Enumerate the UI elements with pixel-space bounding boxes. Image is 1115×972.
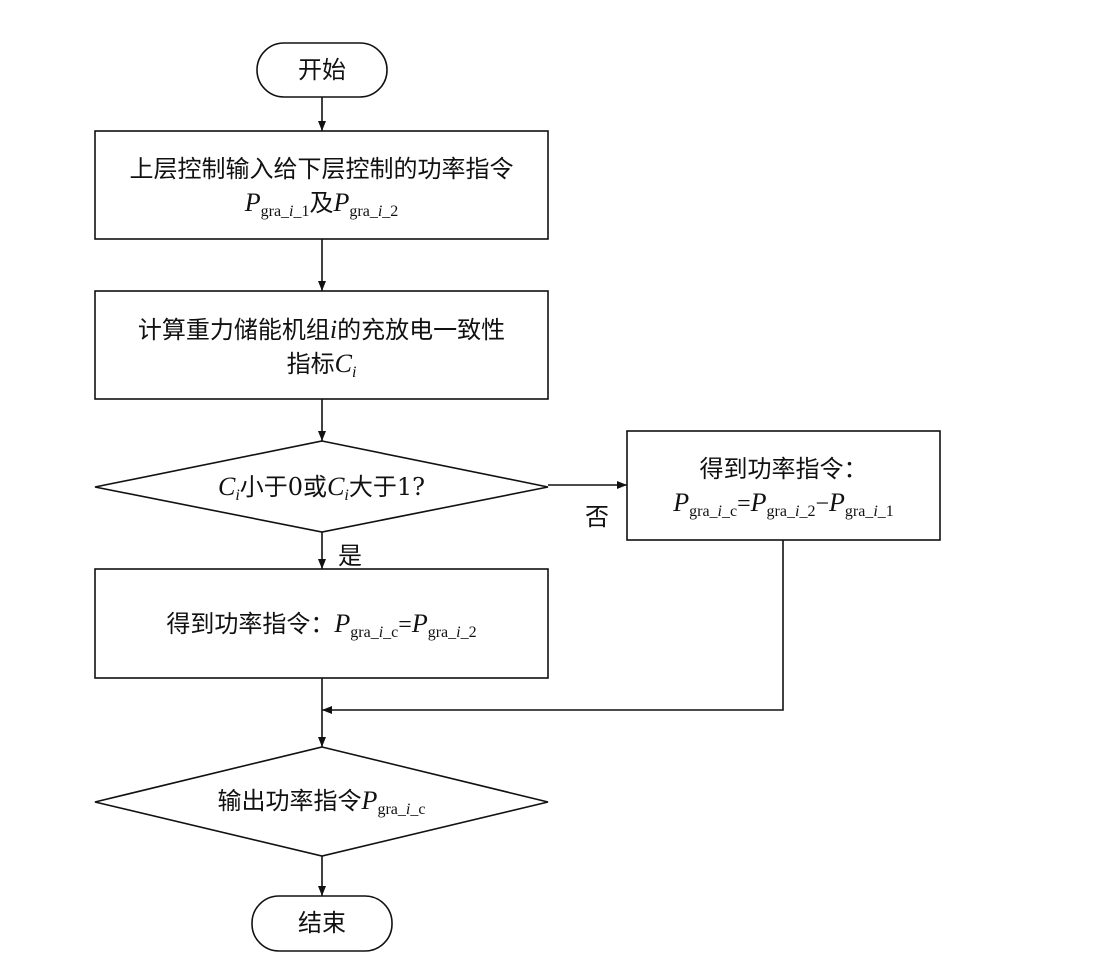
no-box-title: 得到功率指令： <box>699 455 868 483</box>
step-power-command-box <box>94 130 549 240</box>
edge-label-no: 否 <box>585 503 609 531</box>
edge-label-yes: 是 <box>338 542 362 570</box>
no-box-formula: Pgra_i_c=Pgra_i_2−Pgra_i_1 <box>673 488 894 520</box>
step1-label: 上层控制输入给下层控制的功率指令 Pgra_i_1及Pgra_i_2 <box>95 152 548 229</box>
no-branch-box <box>626 430 941 541</box>
step2-line1: 计算重力储能机组i的充放电一致性 <box>137 315 506 344</box>
p-symbol: P <box>244 188 261 217</box>
step2-label: 计算重力储能机组i的充放电一致性 指标Ci <box>95 313 548 390</box>
step1-line2: Pgra_i_1及Pgra_i_2 <box>95 186 548 229</box>
p-symbol: P <box>333 188 350 217</box>
step1-line1: 上层控制输入给下层控制的功率指令 <box>129 155 514 183</box>
start-label: 开始 <box>257 53 387 87</box>
subscript: gra_i_2 <box>349 203 399 220</box>
subscript: gra_i_1 <box>260 203 310 220</box>
start-text: 开始 <box>298 56 346 84</box>
no-box-label: 得到功率指令： Pgra_i_c=Pgra_i_2−Pgra_i_1 <box>627 452 940 529</box>
decision1-label: Ci小于0或Ci大于1? <box>217 472 425 504</box>
decision2-label: 输出功率指令Pgra_i_c <box>217 786 426 818</box>
step2-line2: 指标Ci <box>286 349 357 381</box>
end-text: 结束 <box>298 909 346 937</box>
and-text: 及 <box>309 189 334 217</box>
end-label: 结束 <box>252 906 392 940</box>
edge-no-return <box>322 540 784 714</box>
yes-box-label: 得到功率指令：Pgra_i_c=Pgra_i_2 <box>166 609 477 641</box>
